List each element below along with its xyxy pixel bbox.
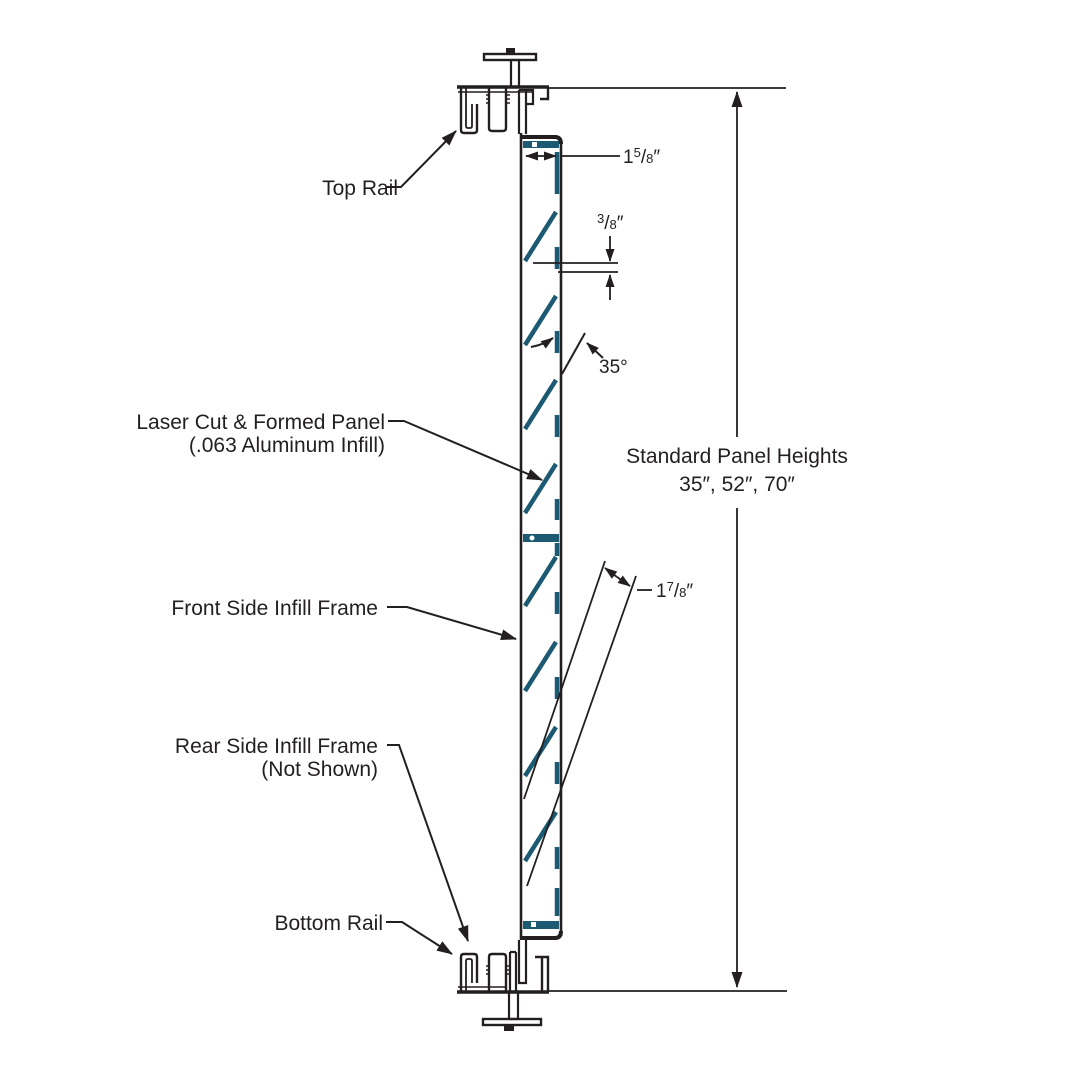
laser-panel-leader xyxy=(388,420,543,481)
infill-top-bar xyxy=(523,141,559,148)
angle-inner-arrow xyxy=(530,337,554,349)
louver-slat xyxy=(523,462,558,515)
panel-bottom-hook xyxy=(517,940,528,985)
bottom-rail-foot xyxy=(481,1017,543,1027)
top-rail-leader xyxy=(387,130,457,188)
dim-denominator: 8 xyxy=(679,585,686,600)
dim-numerator: 3 xyxy=(597,211,604,226)
infill-bottom-bar xyxy=(523,921,559,929)
dim-denominator: 8 xyxy=(610,217,617,232)
bottom-rail-profile xyxy=(457,950,550,1031)
infill-bottom-bar-gap xyxy=(531,922,536,927)
louver-pitch-dim-text: 17/8″ xyxy=(656,579,693,602)
dim-whole: 1 xyxy=(623,147,634,168)
top-rail-stem xyxy=(509,58,521,89)
dim-unit: ″ xyxy=(686,581,693,602)
top-rail-label: Top Rail xyxy=(322,177,398,200)
louver-angle-text: 35° xyxy=(599,357,628,378)
louver-slats xyxy=(523,210,558,863)
rear-frame-label-line2: (Not Shown) xyxy=(261,758,378,781)
dim-denominator: 8 xyxy=(646,151,653,166)
louver-angle-annotation xyxy=(530,332,604,375)
callout-leaders xyxy=(386,130,543,955)
louver-slat xyxy=(523,640,558,693)
bottom-rail-left-leg xyxy=(459,952,479,993)
top-rail-center-leg xyxy=(487,86,508,133)
pitch-extension-line-2 xyxy=(526,575,637,887)
front-frame-label: Front Side Infill Frame xyxy=(171,597,378,620)
rear-frame-label-line1: Rear Side Infill Frame xyxy=(175,735,378,758)
mid-bar-fastener xyxy=(528,534,536,542)
top-rail-cap-boss xyxy=(506,48,515,55)
laser-panel-label-line1: Laser Cut & Formed Panel xyxy=(136,411,385,434)
dim-slash: / xyxy=(604,213,610,234)
dim-numerator: 7 xyxy=(667,579,674,594)
panel-bottom-cap xyxy=(521,930,563,940)
bottom-rail-serrations xyxy=(486,965,510,975)
louver-slat xyxy=(523,294,558,347)
top-rail-profile xyxy=(457,48,550,135)
laser-panel-label-line2: (.063 Aluminum Infill) xyxy=(189,434,385,457)
infill-top-bar-gap xyxy=(532,142,537,147)
bottom-rail-inner-wall xyxy=(508,950,518,991)
panel-heights-values: 35″, 52″, 70″ xyxy=(679,473,795,496)
bottom-rail-center-leg xyxy=(487,952,508,993)
dim-unit: ″ xyxy=(653,147,660,168)
louver-pitch-dimension xyxy=(523,560,652,887)
bottom-rail-foot-boss xyxy=(504,1025,514,1031)
pitch-arrow-left xyxy=(604,567,618,579)
louver-slat xyxy=(523,210,558,263)
dim-slash: / xyxy=(641,147,647,168)
bottom-rail-leader xyxy=(386,921,453,955)
panel-depth-dim-text: 15/8″ xyxy=(623,145,660,168)
height-dimension xyxy=(549,87,787,992)
pitch-extension-line-1 xyxy=(523,560,606,800)
louver-gap-dimension xyxy=(533,236,618,300)
top-rail-hanger xyxy=(517,88,535,134)
rear-frame-leader xyxy=(387,744,469,942)
angle-arrow xyxy=(586,342,604,359)
top-rail-right-wall xyxy=(540,87,550,101)
infill-mid-bar xyxy=(523,534,559,542)
bottom-rail-label: Bottom Rail xyxy=(274,912,383,935)
angle-reference-line xyxy=(561,332,586,375)
top-rail-serrations xyxy=(486,94,510,104)
top-rail-left-leg xyxy=(459,86,479,135)
dim-unit: ″ xyxy=(617,213,624,234)
top-rail-left-leg-inner xyxy=(465,86,473,129)
front-frame-leader xyxy=(387,606,517,641)
louver-slat xyxy=(523,555,558,608)
bottom-rail-stem xyxy=(507,990,520,1021)
dim-whole: 1 xyxy=(656,581,667,602)
louver-slat xyxy=(523,378,558,431)
louver-gap-dim-text: 3/8″ xyxy=(597,211,624,234)
panel-section xyxy=(517,133,563,985)
dim-numerator: 5 xyxy=(634,145,641,160)
dim-slash: / xyxy=(674,581,680,602)
pitch-arrow-right xyxy=(616,575,631,587)
bottom-rail-right-wall xyxy=(535,955,550,991)
panel-heights-title: Standard Panel Heights xyxy=(626,445,848,468)
bottom-rail-left-leg-inner xyxy=(465,958,473,993)
